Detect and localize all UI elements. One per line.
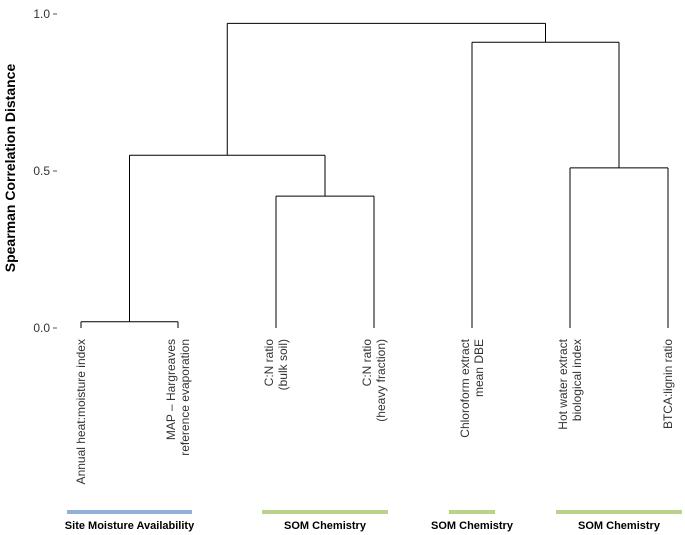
leaf-label-line: Annual heat:moisture index <box>74 339 88 484</box>
group-label: Site Moisture Availability <box>65 520 195 532</box>
leaf-label-line: (heavy fraction) <box>374 339 388 422</box>
y-tick-label: 0.0 <box>33 321 50 335</box>
leaf-label-line: BTCA:lignin ratio <box>661 339 675 429</box>
leaf-label: C:N ratio(bulk soil) <box>262 339 290 391</box>
y-tick-label: 0.5 <box>33 164 50 178</box>
y-tick-label: 1.0 <box>33 7 50 21</box>
leaf-label: BTCA:lignin ratio <box>661 339 675 429</box>
group-bars: Site Moisture Availability SOM Chemistry S… <box>65 510 682 532</box>
leaf-label-line: MAP – Hargreaves <box>164 339 178 440</box>
group-bar <box>262 510 388 514</box>
group-bar <box>67 510 192 514</box>
leaf-label: Hot water extractbiological index <box>556 338 584 429</box>
leaf-labels: Annual heat:moisture index MAP – Hargreav… <box>74 338 675 484</box>
leaf-label-line: Hot water extract <box>556 338 570 429</box>
group-label: SOM Chemistry <box>578 520 661 532</box>
leaf-label: MAP – Hargreavesreference evaporation <box>164 339 192 456</box>
group-bar <box>556 510 682 514</box>
leaf-label-line: reference evaporation <box>178 339 192 456</box>
group-bar <box>449 510 495 514</box>
group-label: SOM Chemistry <box>284 520 367 532</box>
leaf-label: C:N ratio(heavy fraction) <box>360 339 388 422</box>
leaf-label-line: mean DBE <box>472 339 486 397</box>
leaf-label-line: biological index <box>570 339 584 421</box>
leaf-label: Chloroform extractmean DBE <box>458 338 486 437</box>
leaf-label-line: (bulk soil) <box>276 339 290 390</box>
group-label: SOM Chemistry <box>431 520 514 532</box>
leaf-label-line: C:N ratio <box>262 339 276 387</box>
leaf-label-line: Chloroform extract <box>458 338 472 437</box>
y-axis: 0.0 0.5 1.0 <box>33 7 57 335</box>
leaf-label: Annual heat:moisture index <box>74 339 88 484</box>
leaf-label-line: C:N ratio <box>360 339 374 387</box>
y-axis-label: Spearman Correlation Distance <box>2 64 18 273</box>
dendrogram-tree <box>80 22 669 328</box>
